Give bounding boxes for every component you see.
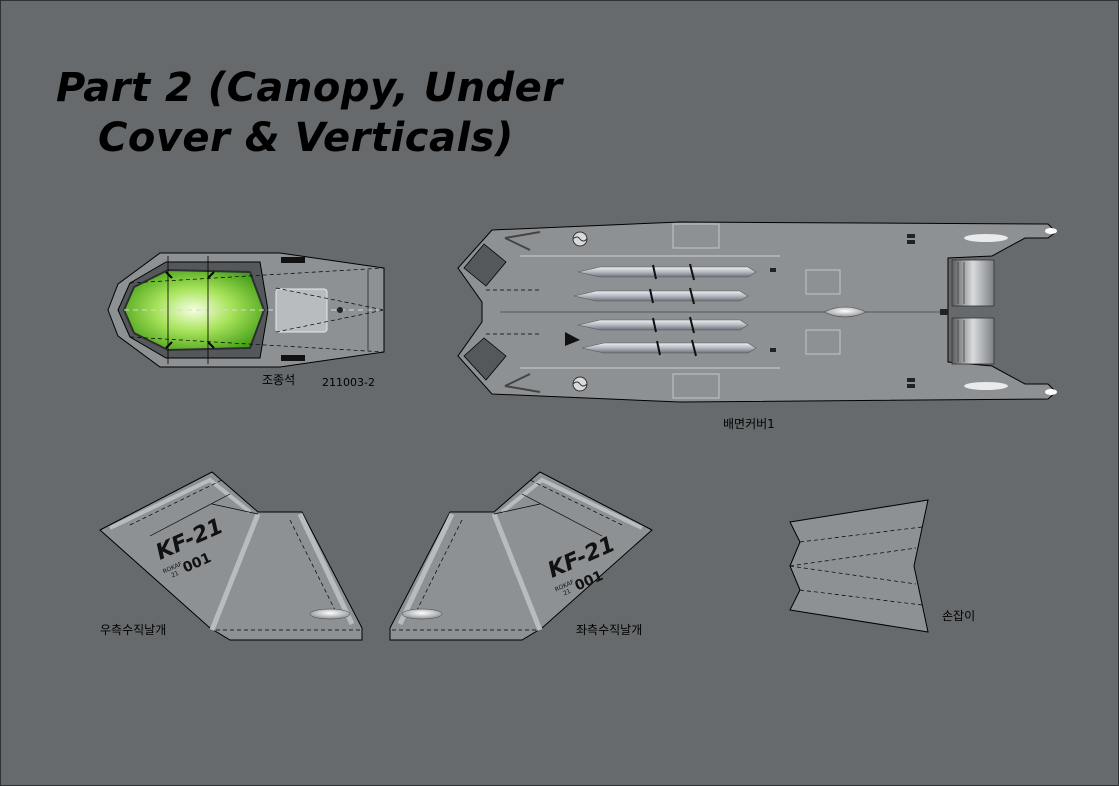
under-cover-label: 배면커버1 bbox=[723, 417, 775, 431]
left-small-marking-2: 21 bbox=[562, 588, 572, 598]
handle-part bbox=[789, 499, 929, 633]
cockpit-part bbox=[107, 252, 385, 368]
right-small-marking-2: 21 bbox=[170, 570, 180, 580]
under-cover-part bbox=[457, 221, 1057, 403]
nozzle-top bbox=[951, 259, 995, 307]
right-vertical-part: KF-21 ROKAF 21 001 bbox=[99, 471, 363, 641]
missile-4 bbox=[581, 339, 757, 357]
missile-3 bbox=[577, 316, 749, 334]
cockpit-label: 조종석 bbox=[262, 373, 295, 387]
canopy-panel bbox=[275, 288, 328, 333]
intake-top bbox=[463, 243, 507, 287]
handle-label: 손잡이 bbox=[942, 609, 975, 623]
canopy-glass bbox=[122, 268, 266, 352]
center-pod bbox=[823, 306, 867, 318]
page-title-line-1: Part 2 (Canopy, Under bbox=[56, 65, 563, 111]
missile-2 bbox=[573, 287, 749, 305]
right-vertical-label: 우측수직날개 bbox=[100, 623, 166, 637]
cockpit-code: 211003-2 bbox=[322, 376, 375, 389]
left-vertical-part: KF-21 ROKAF 21 001 bbox=[389, 471, 653, 641]
nozzle-bottom bbox=[951, 317, 995, 365]
intake-bottom bbox=[463, 337, 507, 381]
missile-1 bbox=[577, 263, 757, 281]
page-title-line-2: Cover & Verticals) bbox=[98, 115, 514, 161]
left-vertical-label: 좌측수직날개 bbox=[576, 623, 642, 637]
